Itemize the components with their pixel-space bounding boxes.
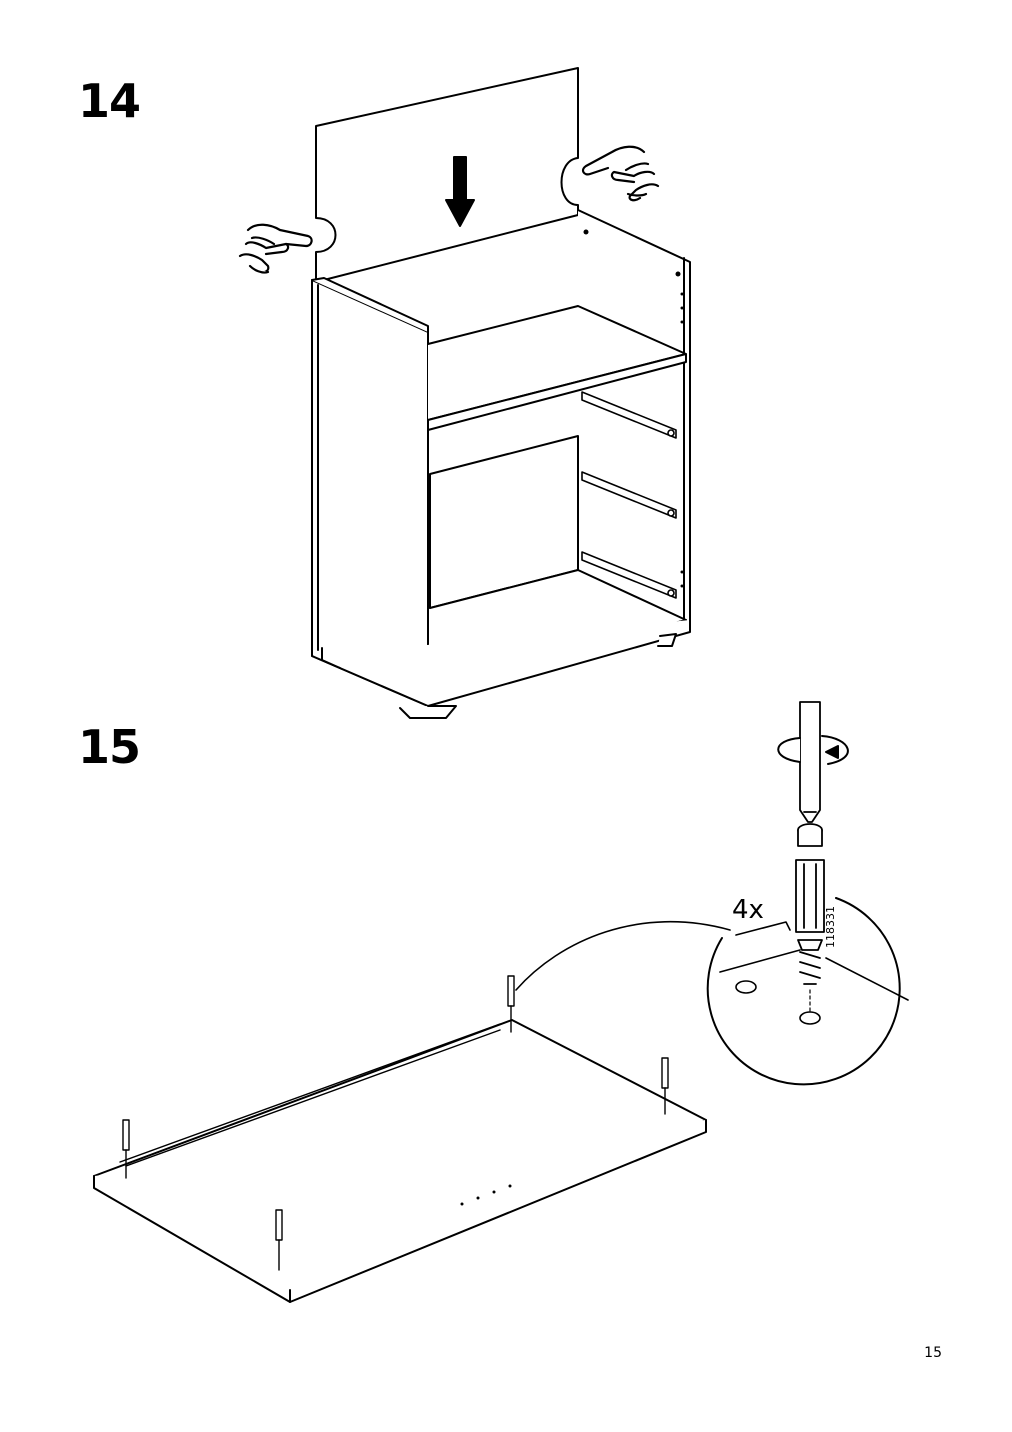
top-panel [93,1019,707,1303]
step-14-illustration [238,67,691,719]
panel-hole [460,1184,512,1206]
dowel-screw-icon [122,975,669,1271]
down-arrow-icon [445,156,475,227]
cabinet [311,209,691,719]
step-number-15: 15 [78,720,141,774]
hand-pointing-icon [581,145,660,202]
detail-callout [706,897,909,1086]
part-number-label: 118331 [824,906,837,948]
screw-hole [583,229,684,588]
drawer-runner [581,391,677,599]
quantity-label: 4x [732,895,764,925]
dowel-screw-icon [795,823,825,985]
hand-pointing-icon [238,223,313,274]
callout-connector [515,920,731,991]
step-number-14: 14 [78,74,141,128]
page-number: 15 [924,1345,942,1361]
back-panel [315,67,579,283]
